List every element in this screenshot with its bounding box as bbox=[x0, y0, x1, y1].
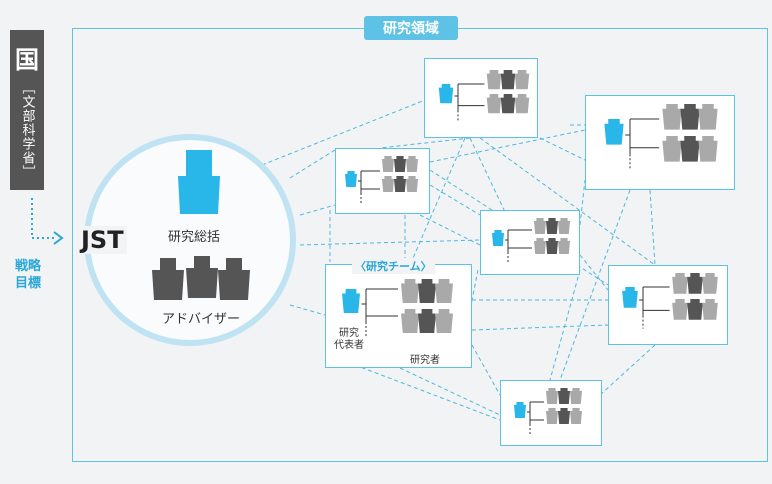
country-title: 国 bbox=[15, 46, 39, 74]
researcher-figure bbox=[558, 238, 570, 254]
researcher-figure bbox=[401, 309, 419, 333]
country-box: 国 ［文部科学省］ bbox=[10, 30, 44, 190]
researcher-figure bbox=[406, 156, 418, 172]
supervisor-figure bbox=[178, 150, 220, 214]
researcher-figure bbox=[394, 156, 406, 172]
arrow-head-icon bbox=[53, 231, 64, 245]
researcher-figure bbox=[662, 104, 682, 130]
advisor-label: アドバイザー bbox=[162, 312, 241, 327]
researcher-figure bbox=[687, 299, 703, 320]
team-leader-label: 研究 代表者 bbox=[334, 328, 364, 351]
researcher-figure bbox=[435, 279, 453, 303]
researcher-figure bbox=[514, 94, 530, 114]
researcher-figure bbox=[500, 94, 516, 114]
advisor-figures bbox=[152, 256, 250, 300]
researcher-figure bbox=[698, 136, 718, 162]
researcher-figure bbox=[500, 70, 516, 90]
researcher-figure bbox=[546, 238, 558, 254]
team-leader-figure bbox=[622, 287, 638, 308]
researcher-figure bbox=[418, 309, 436, 333]
researcher-figure bbox=[702, 273, 718, 294]
researcher-figure bbox=[570, 388, 582, 404]
researcher-figure bbox=[394, 176, 406, 192]
researcher-figure bbox=[534, 238, 546, 254]
researcher-figure bbox=[546, 408, 558, 424]
team-leader-figure bbox=[345, 171, 357, 187]
researcher-figure bbox=[382, 176, 394, 192]
researcher-figure bbox=[672, 273, 688, 294]
ministry-label: ［文部科学省］ bbox=[19, 81, 35, 179]
researcher-figure bbox=[558, 218, 570, 234]
researcher-figure bbox=[406, 176, 418, 192]
researcher-figure bbox=[534, 218, 546, 234]
researcher-figure bbox=[546, 218, 558, 234]
researcher-figure bbox=[401, 279, 419, 303]
researcher-figure bbox=[558, 388, 570, 404]
network-lines bbox=[261, 99, 656, 421]
team-title: 〈研究チーム〉 bbox=[352, 258, 435, 274]
researcher-figure bbox=[486, 94, 502, 114]
researcher-figure bbox=[702, 299, 718, 320]
team-leader-figure bbox=[438, 84, 454, 104]
researcher-figure bbox=[435, 309, 453, 333]
researcher-figure bbox=[680, 104, 700, 130]
researcher-figure bbox=[662, 136, 682, 162]
strategy-goal-label: 戦略 目標 bbox=[14, 259, 41, 291]
researchers-label: 研究者 bbox=[410, 355, 440, 366]
researcher-figure bbox=[514, 70, 530, 90]
researcher-figure bbox=[382, 156, 394, 172]
researcher-figure bbox=[672, 299, 688, 320]
research-domain-label: 研究領域 bbox=[364, 16, 458, 40]
researcher-figure bbox=[558, 408, 570, 424]
researcher-figure bbox=[486, 70, 502, 90]
researcher-figure bbox=[546, 388, 558, 404]
researcher-figure bbox=[680, 136, 700, 162]
jst-label: JST bbox=[78, 226, 127, 254]
supervisor-label: 研究総括 bbox=[168, 230, 221, 245]
team-leader-figure bbox=[492, 230, 504, 246]
team-leader-figure bbox=[604, 119, 624, 145]
team-leader-figure bbox=[342, 289, 360, 313]
strategy-arrow bbox=[31, 198, 56, 239]
researcher-figure bbox=[570, 408, 582, 424]
researcher-figure bbox=[418, 279, 436, 303]
researcher-figure bbox=[698, 104, 718, 130]
team-leader-figure bbox=[514, 402, 526, 418]
researcher-figure bbox=[687, 273, 703, 294]
